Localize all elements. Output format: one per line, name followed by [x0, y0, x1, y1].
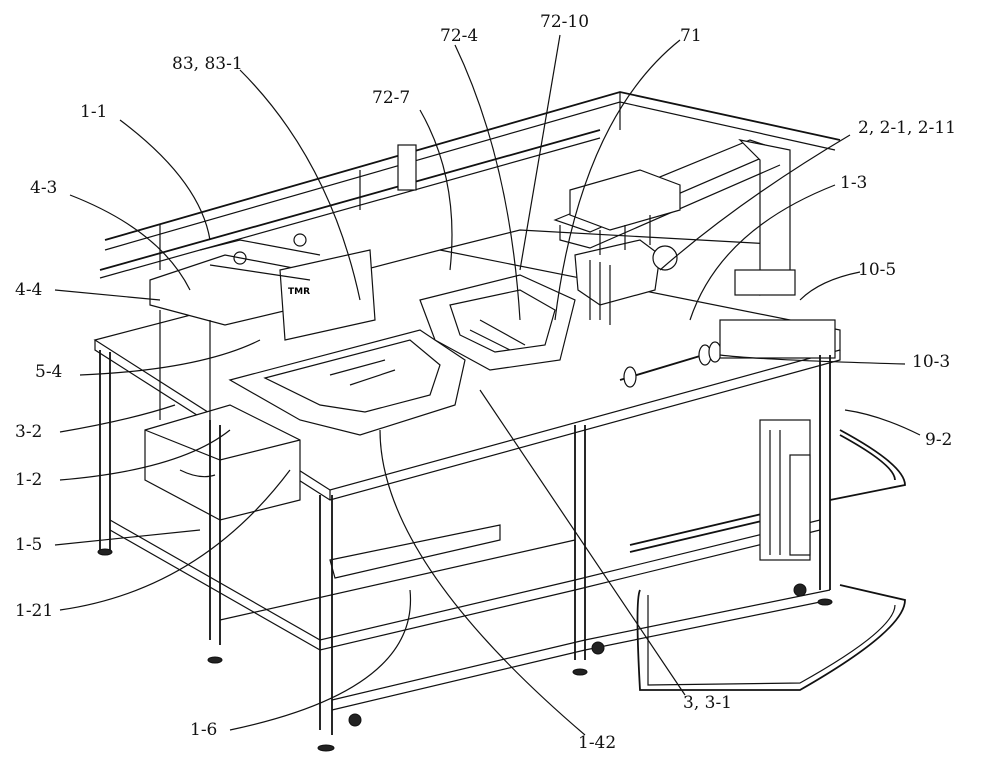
label-72-10: 72-10: [540, 12, 590, 32]
leveling-feet: [97, 548, 833, 752]
leader-1-1: [119, 119, 211, 241]
roller-shaft: [619, 319, 836, 388]
leader-3: [479, 389, 686, 696]
leader-1-2: [59, 429, 231, 481]
frame-legs: [99, 350, 831, 735]
leader-72-4: [454, 44, 521, 321]
leader-2: [659, 134, 851, 271]
label-9-2: 9-2: [925, 430, 953, 450]
label-83-83-1: 83, 83-1: [172, 54, 243, 74]
label-3-2: 3-2: [15, 422, 43, 442]
leader-1-42: [379, 429, 586, 736]
label-1-5: 1-5: [15, 535, 43, 555]
label-1-1: 1-1: [80, 102, 108, 122]
leader-9-2: [844, 409, 921, 436]
label-5-4: 5-4: [35, 362, 63, 382]
rear-guard-rail: [99, 91, 841, 279]
label-72-7: 72-7: [372, 88, 411, 108]
feeder-mechanism: [149, 233, 376, 430]
leader-10-3: [719, 354, 906, 365]
label-4-3: 4-3: [30, 178, 58, 198]
label-1-2: 1-2: [15, 470, 43, 490]
leader-72-10: [519, 34, 561, 271]
label-1-21: 1-21: [15, 601, 54, 621]
brand-plate-text: TMR: [288, 287, 310, 297]
leader-10-5: [799, 271, 861, 301]
label-71: 71: [680, 26, 702, 46]
leader-83: [239, 69, 361, 301]
leader-4-4: [54, 289, 161, 301]
leader-1-3: [689, 184, 836, 321]
label-10-3: 10-3: [912, 352, 951, 372]
label-1-3: 1-3: [840, 173, 868, 193]
template-plate-right: [419, 274, 576, 371]
label-2-2-1-2-11: 2, 2-1, 2-11: [858, 118, 956, 138]
leader-1-21: [59, 469, 291, 611]
label-1-6: 1-6: [190, 720, 218, 740]
leader-4-3: [69, 194, 191, 291]
label-72-4: 72-4: [440, 26, 479, 46]
leader-1-6: [229, 589, 412, 731]
leader-3-2: [59, 404, 176, 433]
sewing-head: [397, 144, 681, 325]
leader-71: [554, 39, 681, 321]
leader-72-7: [419, 109, 453, 271]
label-1-42: 1-42: [578, 733, 617, 753]
template-plate-left: [228, 329, 466, 436]
label-4-4: 4-4: [15, 280, 43, 300]
leader-5-4: [79, 339, 261, 376]
label-3-3-1: 3, 3-1: [683, 693, 732, 713]
leader-lines: [54, 34, 921, 736]
label-10-5: 10-5: [858, 260, 897, 280]
leader-1-5: [54, 529, 201, 546]
right-lift-module: [759, 419, 811, 561]
